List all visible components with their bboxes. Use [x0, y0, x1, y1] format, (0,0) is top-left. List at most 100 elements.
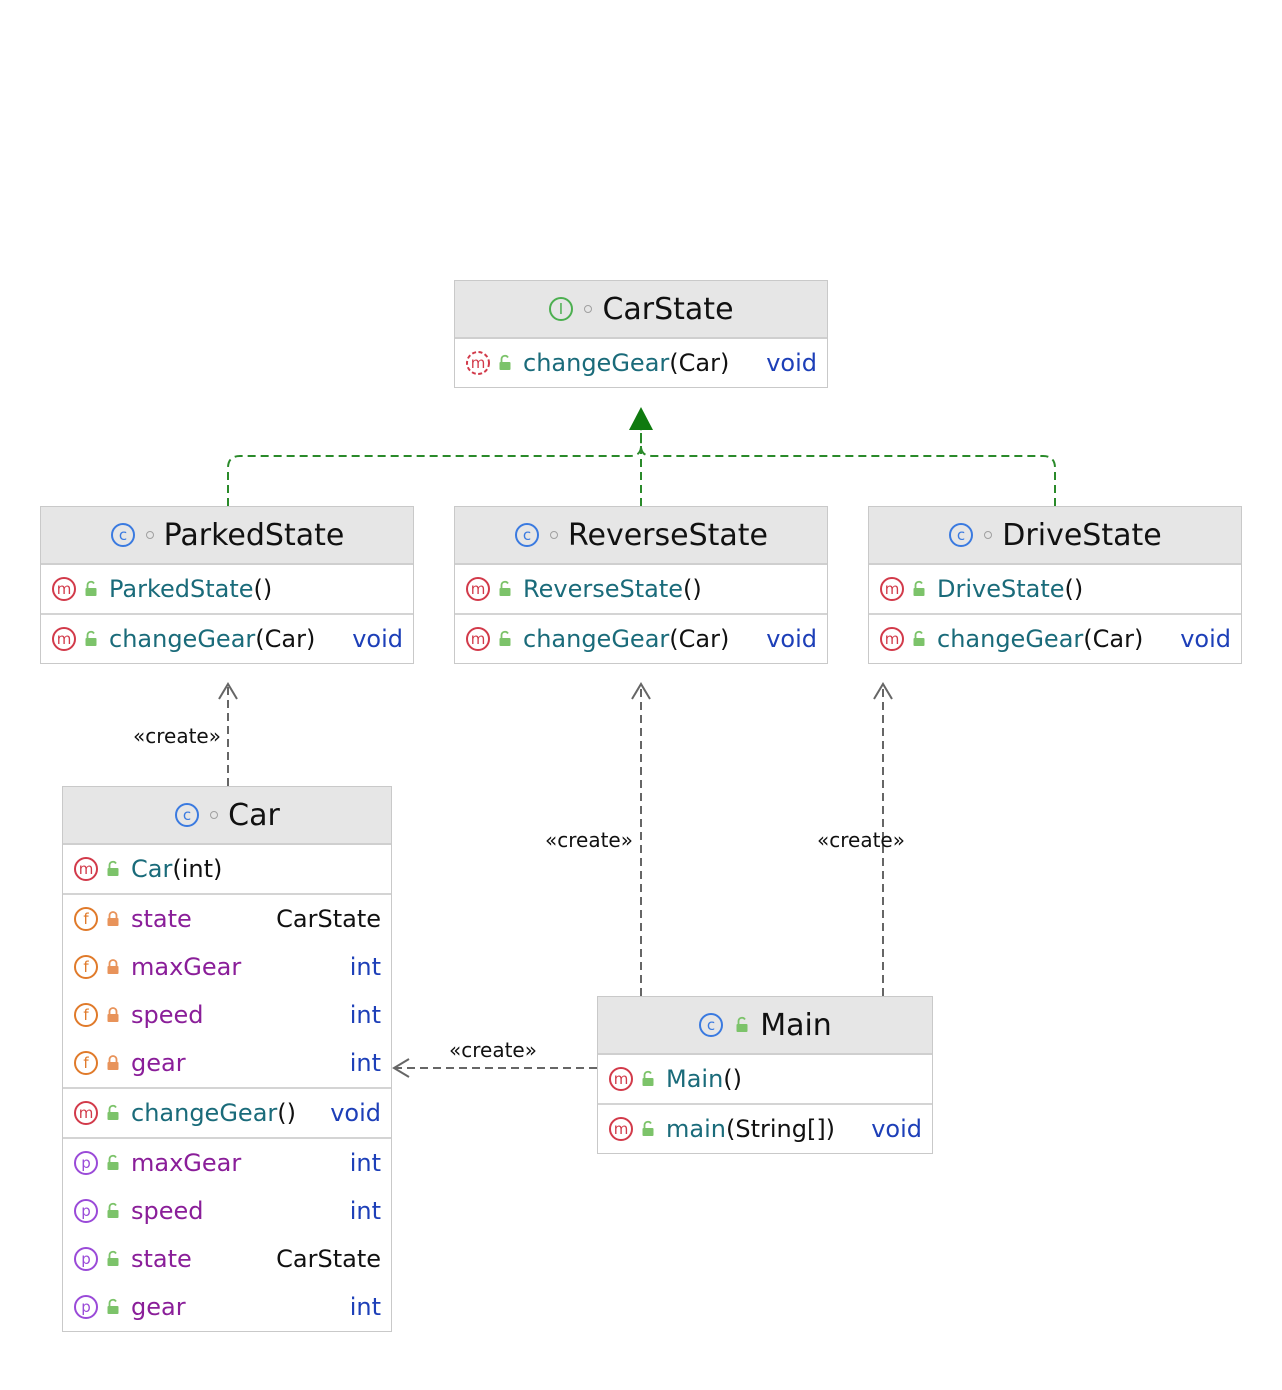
field-icon: f — [73, 1050, 99, 1076]
package-visibility-icon — [145, 531, 154, 539]
property-icon: p — [73, 1246, 99, 1272]
member-type: void — [1180, 625, 1231, 653]
class-icon: c — [948, 522, 974, 548]
package-visibility-icon — [984, 531, 993, 539]
method-icon: m — [465, 576, 491, 602]
svg-text:f: f — [83, 1054, 89, 1072]
class-icon: c — [110, 522, 136, 548]
member-params: (Car) — [255, 625, 316, 653]
public-lock-icon — [105, 1154, 121, 1172]
node-title: DriveState — [1002, 517, 1162, 553]
public-lock-icon — [105, 1250, 121, 1268]
member-name: Car — [131, 855, 173, 883]
svg-text:f: f — [83, 1006, 89, 1024]
member-type: int — [349, 1197, 381, 1225]
member-type: int — [349, 1149, 381, 1177]
member-type: CarState — [276, 905, 381, 933]
member-type: int — [349, 1293, 381, 1321]
method-icon: m — [51, 576, 77, 602]
member-type: void — [330, 1099, 381, 1127]
svg-text:m: m — [885, 580, 900, 598]
svg-text:p: p — [81, 1154, 91, 1172]
member-name: changeGear — [523, 349, 670, 377]
arrowhead-drivestate — [873, 682, 893, 700]
edge-label-main-drivestate: «create» — [817, 828, 905, 852]
property-icon: p — [73, 1150, 99, 1176]
public-lock-icon — [83, 580, 99, 598]
member-params: (int) — [172, 855, 223, 883]
member-name: gear — [131, 1049, 186, 1077]
svg-text:c: c — [957, 526, 965, 544]
node-header: c Car — [63, 787, 391, 845]
field-row[interactable]: f gear int — [63, 1039, 391, 1087]
member-type: int — [349, 1049, 381, 1077]
public-lock-icon — [734, 1016, 750, 1034]
package-visibility-icon — [210, 811, 219, 819]
class-icon: c — [698, 1012, 724, 1038]
class-icon: c — [174, 802, 200, 828]
svg-text:m: m — [79, 1104, 94, 1122]
method-icon: m — [879, 576, 905, 602]
member-name: state — [131, 1245, 192, 1273]
field-row[interactable]: p maxGear int — [63, 1139, 391, 1187]
node-title: Main — [760, 1007, 832, 1043]
property-icon: p — [73, 1198, 99, 1224]
member-name: ReverseState — [523, 575, 683, 603]
method-icon: m — [73, 1100, 99, 1126]
svg-text:m: m — [471, 580, 486, 598]
svg-text:c: c — [523, 526, 531, 544]
public-lock-icon — [911, 580, 927, 598]
svg-text:m: m — [614, 1070, 629, 1088]
member-name: speed — [131, 1197, 204, 1225]
method-icon: m — [465, 626, 491, 652]
public-lock-icon — [105, 1104, 121, 1122]
member-name: speed — [131, 1001, 204, 1029]
member-name: maxGear — [131, 1149, 242, 1177]
public-lock-icon — [83, 630, 99, 648]
public-lock-icon — [911, 630, 927, 648]
svg-text:m: m — [885, 630, 900, 648]
node-header: c DriveState — [869, 507, 1241, 565]
field-row[interactable]: p speed int — [63, 1187, 391, 1235]
member-name: maxGear — [131, 953, 242, 981]
arrowhead-parkedstate — [218, 682, 238, 700]
edge-label-main-reversestate: «create» — [545, 828, 633, 852]
public-lock-icon — [105, 860, 121, 878]
field-icon: f — [73, 1002, 99, 1028]
arrowhead-car — [392, 1058, 410, 1078]
member-name: state — [131, 905, 192, 933]
edge-label-car-parkedstate: «create» — [133, 724, 221, 748]
node-title: Car — [228, 797, 280, 833]
